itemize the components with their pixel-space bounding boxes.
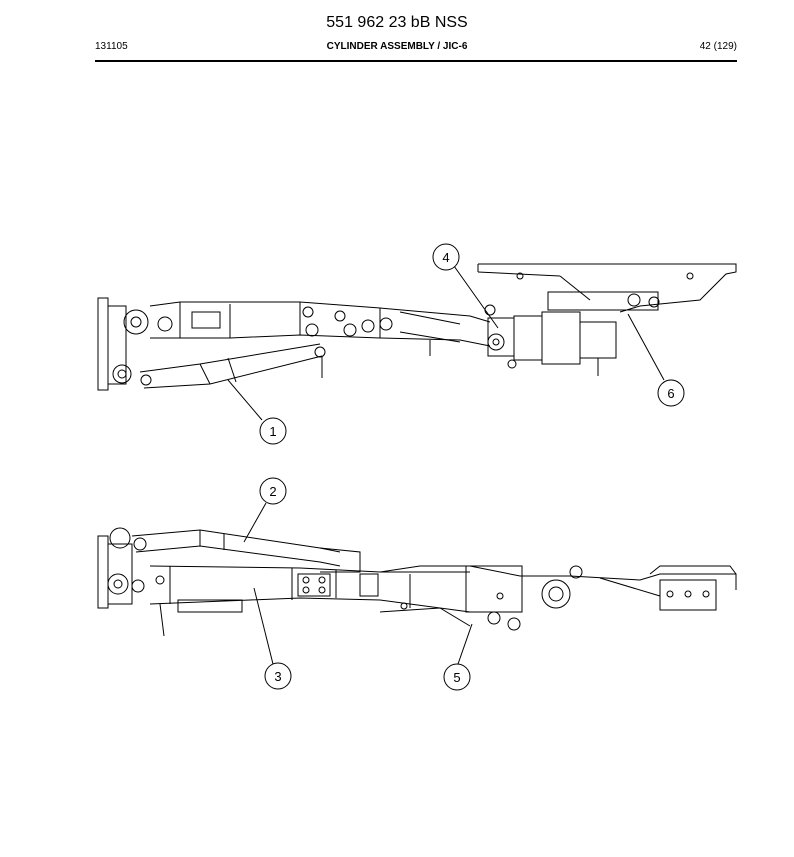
leader-5 [457,623,473,665]
upper-rotator [541,311,581,365]
upper-cylinder-top [139,343,321,373]
upper-boom-view [97,263,737,391]
document-number: 551 962 23 bB NSS [326,14,468,31]
date-code: 131105 [95,41,128,52]
lower-boom-top-edge [149,565,470,573]
callout-5: 5 [443,663,471,691]
leader-4 [453,265,499,329]
upper-base-block [107,305,127,385]
page-number: 42 (129) [699,41,737,52]
lower-boom-joint [297,573,331,597]
leader-6 [627,313,665,381]
lower-base-plate [97,535,109,609]
upper-base-plate [97,297,109,391]
lower-head-bracket [465,565,523,613]
upper-head-pivot [487,333,505,351]
leader-3 [253,587,274,665]
svg-text:2: 2 [269,484,276,499]
upper-pivot-joint [123,309,149,335]
leader-lines [227,265,665,665]
svg-text:3: 3 [274,669,281,684]
upper-boom-bottom-edge [150,334,491,347]
upper-platform-frame [478,263,737,313]
upper-head-bracket [487,317,515,357]
header-rule [95,60,737,62]
upper-boom-top-edge [149,301,491,323]
callout-1: 1 [259,417,287,445]
lower-boom-view [97,527,737,637]
svg-text:1: 1 [269,424,276,439]
leader-2 [243,502,267,543]
callout-3: 3 [264,662,292,690]
section-title: CYLINDER ASSEMBLY / JIC-6 [326,41,468,52]
callout-2: 2 [259,477,287,505]
callout-6: 6 [657,379,685,407]
callout-4: 4 [432,243,460,271]
callouts: 1 2 3 4 5 6 [259,243,685,691]
lower-tool-frame [659,579,717,611]
svg-text:5: 5 [453,670,460,685]
leader-1 [227,379,263,421]
lower-rotator [541,579,571,609]
lower-cylinder-top [131,529,341,553]
svg-text:6: 6 [667,386,674,401]
svg-text:4: 4 [442,250,449,265]
